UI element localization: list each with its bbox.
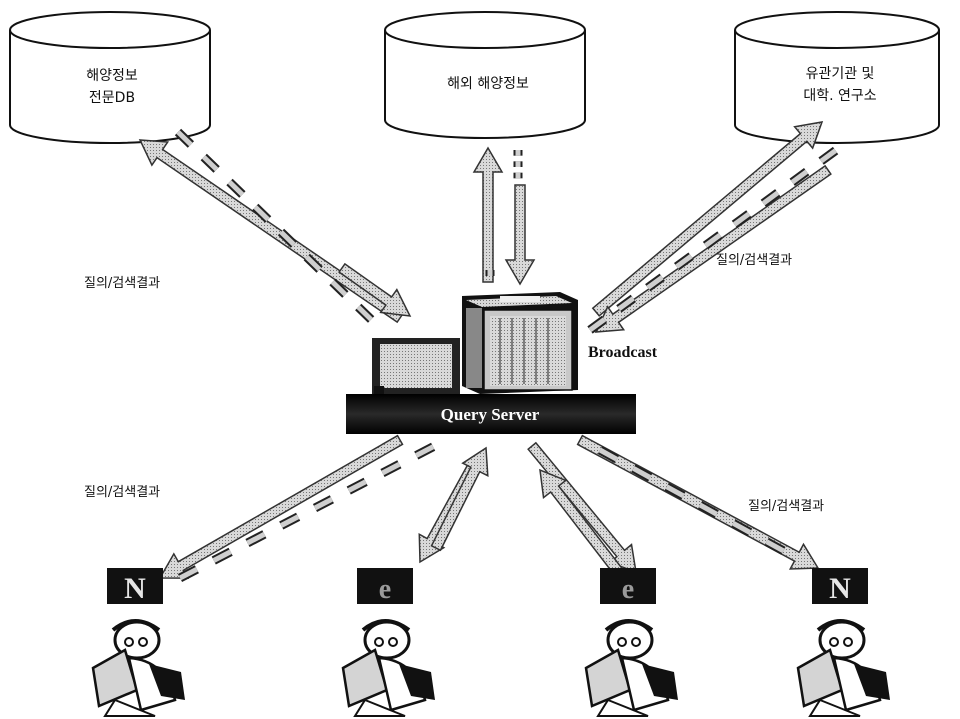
database-ocean-info: 해양정보 전문DB [9, 11, 211, 144]
query-dashes-institutions-db [587, 146, 839, 334]
client-4: N [796, 568, 890, 717]
arrow-from-client-2 [430, 446, 489, 552]
arrow-to-client-3 [527, 441, 637, 574]
user-at-computer-icon [341, 619, 435, 717]
arrow-from-client-3 [539, 468, 626, 579]
query-result-label-bottom-left: 질의/검색결과 [84, 485, 160, 500]
arrow-to-ocean-db [138, 139, 404, 324]
database-label-line1: 유관기관 및 [806, 66, 875, 82]
browser-letter: N [124, 572, 146, 605]
arrow-to-overseas-db [472, 146, 504, 283]
browser-letter: e [379, 574, 391, 605]
query-dashes-client-1 [177, 442, 436, 582]
netscape-icon: N [812, 568, 868, 605]
query-result-label-top-left: 질의/검색결과 [84, 276, 160, 291]
database-institutions: 유관기관 및 대학. 연구소 [734, 11, 940, 144]
internet-explorer-icon: e [600, 568, 656, 605]
arrow-query-ocean-db [338, 262, 412, 317]
user-at-computer-icon [796, 619, 890, 717]
query-dashes-client-4 [597, 446, 786, 555]
netscape-icon: N [107, 568, 163, 605]
browser-letter: N [829, 572, 851, 605]
arrow-group [138, 121, 839, 582]
server-icon [462, 292, 578, 394]
monitor-icon [372, 338, 460, 400]
query-server-bar: Query Server [346, 394, 636, 434]
database-label-line2: 대학. 연구소 [803, 88, 876, 104]
database-label-line1: 해양정보 [86, 68, 138, 84]
query-result-label-bottom-right: 질의/검색결과 [748, 499, 824, 514]
query-server-label: Query Server [441, 405, 540, 424]
client-1: N [91, 568, 185, 717]
database-label-line2: 전문DB [89, 90, 135, 106]
client-3: e [584, 568, 678, 717]
database-label: 해외 해양정보 [447, 76, 529, 92]
query-dashes-ocean-db [174, 128, 375, 323]
arrow-to-client-1 [158, 434, 404, 579]
user-at-computer-icon [91, 619, 185, 717]
database-overseas-info: 해외 해양정보 [384, 11, 586, 139]
query-result-label-top-right: 질의/검색결과 [716, 253, 792, 268]
internet-explorer-icon: e [357, 568, 413, 605]
user-at-computer-icon [584, 619, 678, 717]
arrow-to-institutions-db [591, 121, 824, 317]
broadcast-label: Broadcast [588, 344, 658, 361]
browser-letter: e [622, 574, 634, 605]
arrow-from-institutions-db [594, 164, 832, 333]
arrow-from-overseas-db [504, 184, 536, 286]
client-2: e [341, 568, 435, 717]
